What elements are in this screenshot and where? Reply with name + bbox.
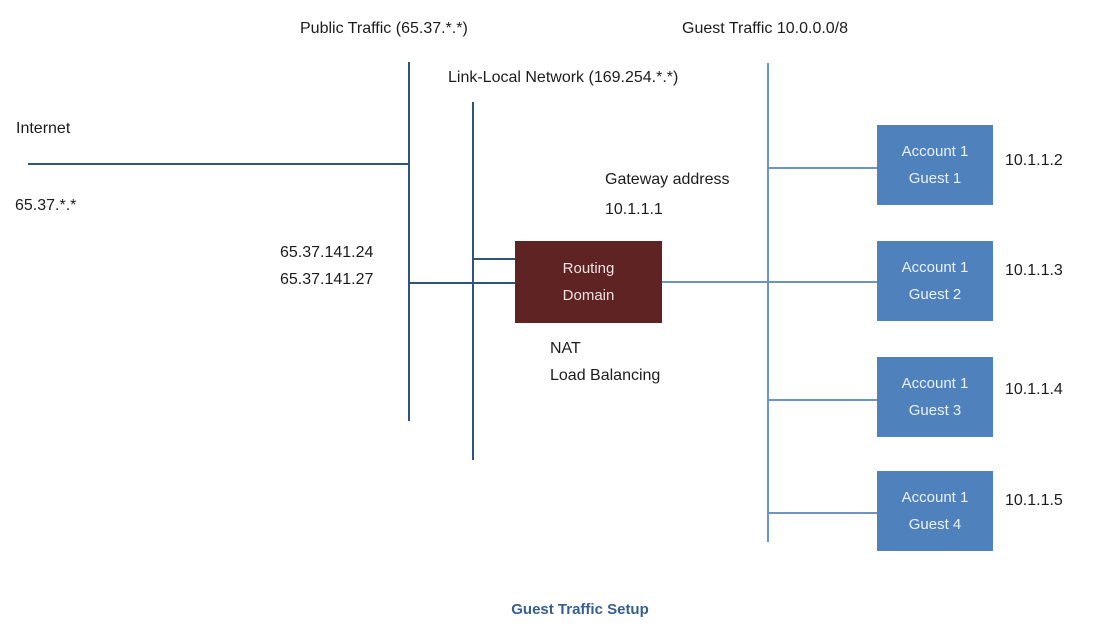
guest-node-1-name: Guest 1 bbox=[908, 170, 962, 187]
guest-node-3-name: Guest 3 bbox=[908, 402, 962, 419]
guest-node-2: Account 1 Guest 2 bbox=[877, 241, 993, 321]
guest-traffic-label: Guest Traffic 10.0.0.0/8 bbox=[682, 20, 849, 37]
public-traffic-line bbox=[408, 62, 410, 421]
guest4-connector bbox=[768, 512, 877, 514]
guest-node-1: Account 1 Guest 1 bbox=[877, 125, 993, 205]
figure-caption: Guest Traffic Setup bbox=[511, 601, 649, 618]
link-local-label: Link-Local Network (169.254.*.*) bbox=[448, 69, 679, 86]
public-ip-2-label: 65.37.141.27 bbox=[280, 271, 374, 288]
internet-ip-label: 65.37.*.* bbox=[15, 197, 77, 214]
guest-3-ip-label: 10.1.1.4 bbox=[1005, 381, 1063, 398]
guest-node-4-account: Account 1 bbox=[901, 489, 969, 506]
nat-label: NAT bbox=[550, 340, 581, 357]
guest-2-ip-label: 10.1.1.3 bbox=[1005, 262, 1063, 279]
guest-node-1-account: Account 1 bbox=[901, 143, 969, 160]
gateway-ip-label: 10.1.1.1 bbox=[605, 201, 663, 218]
load-balancing-label: Load Balancing bbox=[550, 367, 661, 384]
guest-node-2-name: Guest 2 bbox=[908, 286, 962, 303]
guest-node-2-account: Account 1 bbox=[901, 259, 969, 276]
internet-label: Internet bbox=[16, 120, 71, 137]
guest-1-ip-label: 10.1.1.2 bbox=[1005, 152, 1063, 169]
routing-to-guest2-connector bbox=[662, 281, 877, 283]
linklocal-to-routing-connector bbox=[474, 258, 515, 260]
guest3-connector bbox=[768, 399, 877, 401]
internet-line bbox=[28, 163, 410, 165]
routing-domain-line1: Routing bbox=[562, 260, 615, 277]
guest1-connector bbox=[768, 167, 877, 169]
guest-node-3: Account 1 Guest 3 bbox=[877, 357, 993, 437]
guest-traffic-line bbox=[767, 63, 769, 542]
routing-domain-line2: Domain bbox=[562, 287, 615, 304]
gateway-address-label: Gateway address bbox=[605, 171, 730, 188]
guest-node-4: Account 1 Guest 4 bbox=[877, 471, 993, 551]
guest-node-4-name: Guest 4 bbox=[908, 516, 962, 533]
guest-4-ip-label: 10.1.1.5 bbox=[1005, 492, 1063, 509]
public-traffic-label: Public Traffic (65.37.*.*) bbox=[300, 20, 468, 37]
link-local-line bbox=[472, 102, 474, 460]
public-to-routing-connector bbox=[409, 282, 515, 284]
routing-domain-node: Routing Domain bbox=[515, 241, 662, 323]
guest-node-3-account: Account 1 bbox=[901, 375, 969, 392]
public-ip-1-label: 65.37.141.24 bbox=[280, 244, 374, 261]
